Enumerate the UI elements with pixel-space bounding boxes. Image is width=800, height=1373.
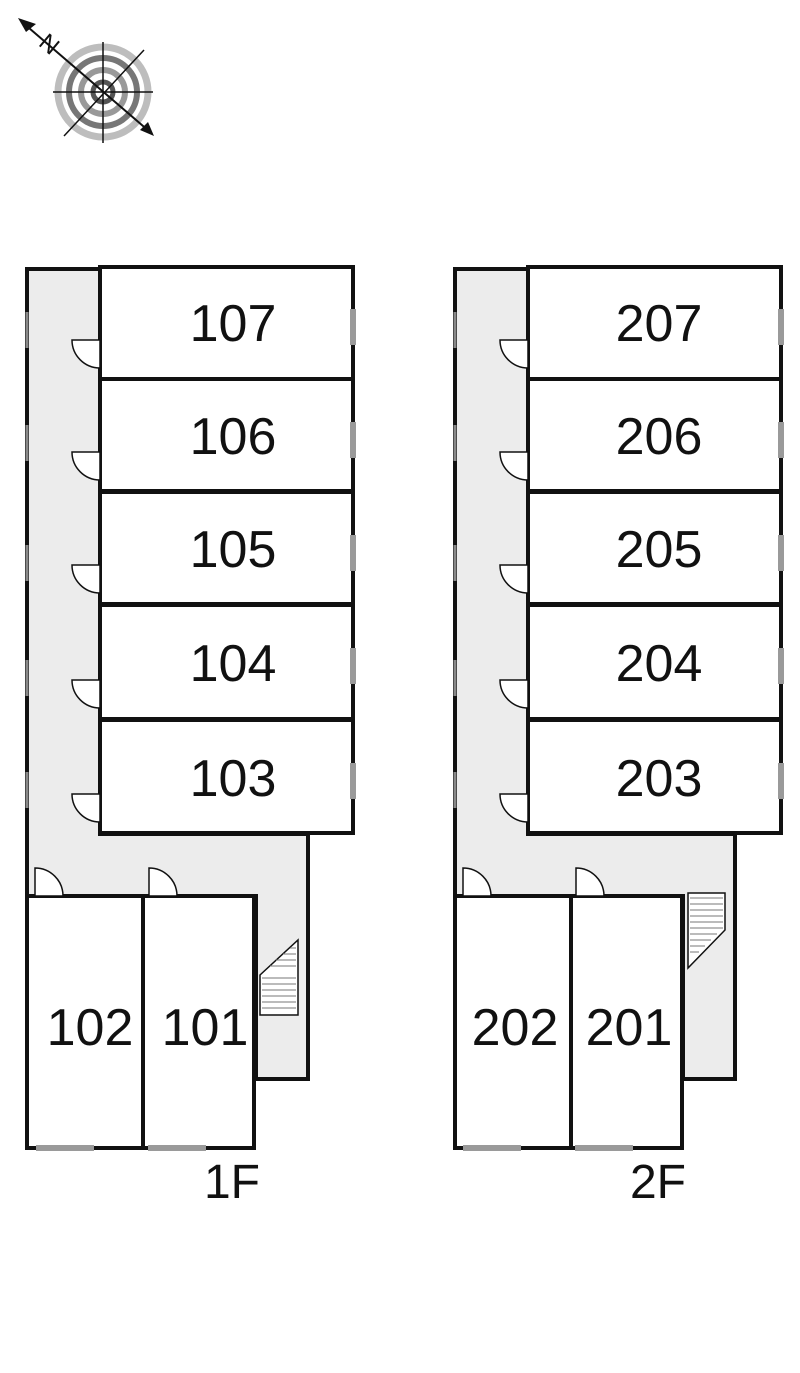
floor-1f: 107 106 105 104 103 bbox=[25, 265, 356, 1209]
unit-106: 106 bbox=[71, 377, 356, 493]
door-icon bbox=[575, 867, 605, 897]
floor-label: 2F bbox=[630, 1156, 686, 1209]
staircase-icon bbox=[687, 892, 726, 970]
door-icon bbox=[499, 793, 529, 823]
floor-2f: 207 206 205 204 203 bbox=[453, 265, 784, 1209]
unit-number: 204 bbox=[616, 635, 703, 693]
unit-204: 204 bbox=[499, 603, 784, 721]
unit-202: 202 bbox=[453, 867, 573, 1151]
door-icon bbox=[499, 679, 529, 709]
door-icon bbox=[34, 867, 64, 897]
unit-number: 206 bbox=[616, 408, 703, 466]
floor-label: 1F bbox=[204, 1156, 260, 1209]
door-icon bbox=[462, 867, 492, 897]
unit-105: 105 bbox=[71, 490, 356, 606]
unit-number: 106 bbox=[190, 408, 277, 466]
unit-101: 101 bbox=[141, 867, 256, 1151]
unit-number: 101 bbox=[162, 999, 249, 1057]
unit-number: 107 bbox=[190, 295, 277, 353]
unit-104: 104 bbox=[71, 603, 356, 721]
unit-number: 207 bbox=[616, 295, 703, 353]
unit-207: 207 bbox=[499, 265, 784, 381]
unit-number: 203 bbox=[616, 750, 703, 808]
unit-102: 102 bbox=[25, 867, 145, 1151]
door-icon bbox=[499, 451, 529, 481]
unit-number: 202 bbox=[472, 999, 559, 1057]
unit-107: 107 bbox=[71, 265, 356, 381]
unit-205: 205 bbox=[499, 490, 784, 606]
unit-number: 205 bbox=[616, 521, 703, 579]
unit-number: 201 bbox=[586, 999, 673, 1057]
unit-203: 203 bbox=[499, 718, 784, 835]
compass-rose-icon: N bbox=[18, 18, 154, 143]
door-icon bbox=[71, 451, 101, 481]
unit-206: 206 bbox=[499, 377, 784, 493]
staircase-icon bbox=[259, 938, 299, 1016]
door-icon bbox=[71, 793, 101, 823]
unit-number: 104 bbox=[190, 635, 277, 693]
door-icon bbox=[499, 564, 529, 594]
unit-number: 102 bbox=[47, 999, 134, 1057]
door-icon bbox=[71, 679, 101, 709]
unit-201: 201 bbox=[569, 867, 684, 1151]
door-icon bbox=[71, 339, 101, 369]
door-icon bbox=[148, 867, 178, 897]
door-icon bbox=[499, 339, 529, 369]
unit-103: 103 bbox=[71, 718, 356, 835]
unit-number: 105 bbox=[190, 521, 277, 579]
door-icon bbox=[71, 564, 101, 594]
unit-number: 103 bbox=[190, 750, 277, 808]
